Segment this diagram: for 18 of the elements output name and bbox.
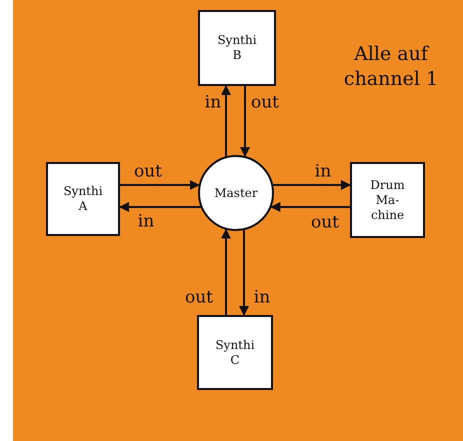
device-box (350, 162, 425, 238)
arrow (270, 202, 350, 212)
node-label: Synthi C (214, 336, 256, 368)
arrow (120, 180, 200, 190)
arrow (221, 228, 231, 315)
arrow (239, 230, 249, 316)
node-label: Drum Ma- chine (369, 176, 406, 224)
arrow (273, 180, 351, 190)
node-label: Synthi A (62, 183, 104, 215)
device-box (197, 315, 273, 390)
node-label: Master (213, 184, 259, 202)
arrow (240, 86, 250, 158)
device-box (46, 162, 120, 236)
device-box (198, 10, 276, 86)
arrow (119, 202, 201, 212)
node-label: Synthi B (216, 32, 258, 64)
arrow (221, 85, 231, 156)
note-text: Alle auf channel 1 (342, 42, 440, 92)
